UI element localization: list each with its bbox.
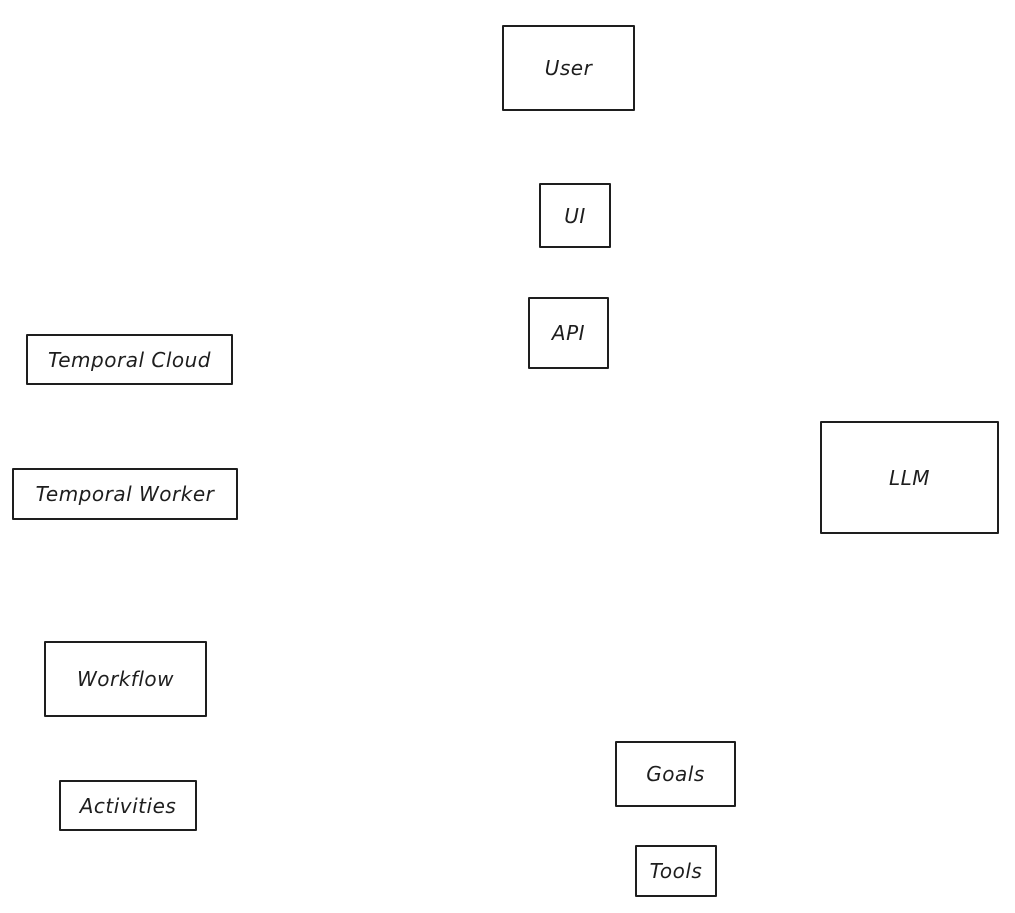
node-temporal-cloud[interactable]: Temporal Cloud xyxy=(26,334,233,385)
node-ui[interactable]: UI xyxy=(539,183,611,248)
node-llm[interactable]: LLM xyxy=(820,421,999,534)
node-user[interactable]: User xyxy=(502,25,635,111)
node-api[interactable]: API xyxy=(528,297,609,369)
node-tools[interactable]: Tools xyxy=(635,845,717,897)
node-label: Temporal Worker xyxy=(35,482,215,506)
node-label: API xyxy=(551,321,586,345)
node-label: Temporal Cloud xyxy=(48,347,211,372)
node-label: Tools xyxy=(649,859,703,883)
node-label: Workflow xyxy=(76,667,174,691)
node-label: UI xyxy=(564,203,586,228)
node-label: User xyxy=(544,56,593,80)
node-goals[interactable]: Goals xyxy=(615,741,736,807)
node-activities[interactable]: Activities xyxy=(59,780,197,831)
node-label: LLM xyxy=(888,465,931,490)
node-label: Goals xyxy=(646,762,705,786)
node-label: Activities xyxy=(79,793,177,818)
node-temporal-worker[interactable]: Temporal Worker xyxy=(12,468,238,520)
node-workflow[interactable]: Workflow xyxy=(44,641,207,717)
